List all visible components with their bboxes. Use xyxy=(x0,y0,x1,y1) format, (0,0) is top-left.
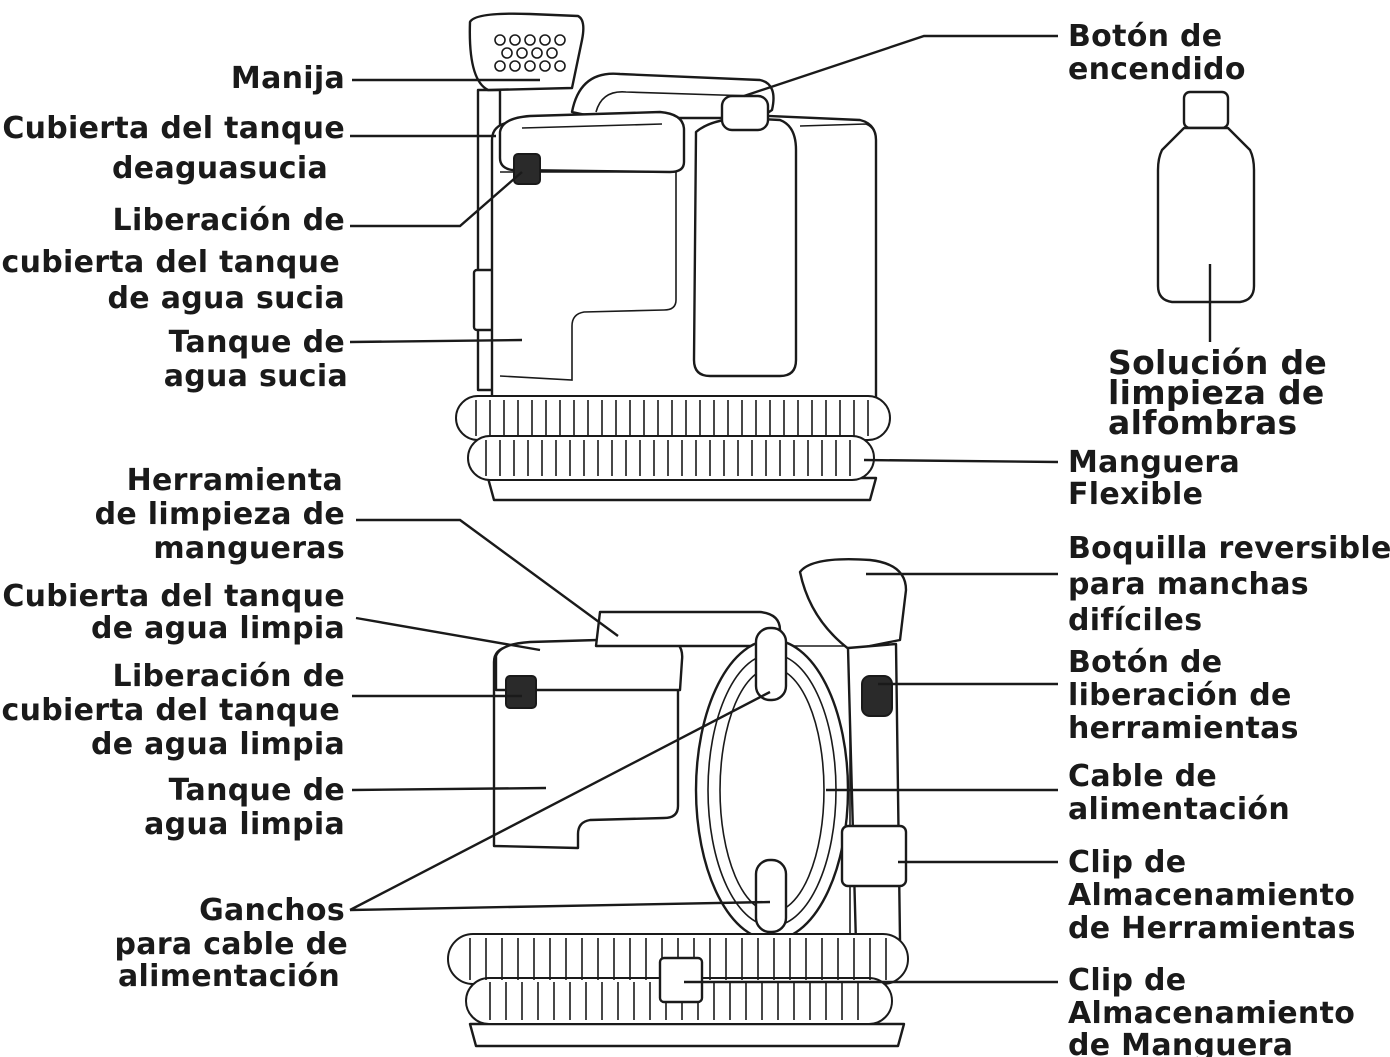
label-hooks-line2: para cable de xyxy=(115,927,349,962)
label-dirty-release-line2: cubierta del tanque xyxy=(2,245,340,280)
left-labels: Manija Cubierta del tanque deaguasucia L… xyxy=(2,61,348,994)
label-cord-line1: Cable de xyxy=(1068,759,1217,794)
label-solution-line1: Solución de xyxy=(1108,343,1327,382)
label-nozzle-line1: Boquilla reversible xyxy=(1068,531,1390,566)
label-clean-release-line1: Liberación de xyxy=(113,659,345,694)
label-dirty-release-line3: de agua sucia xyxy=(108,281,345,316)
label-hose-tool-line1: Herramienta xyxy=(127,463,343,498)
label-hose-tool-line3: mangueras xyxy=(153,531,345,566)
label-dirty-tank-line1: Tanque de xyxy=(169,325,345,360)
label-clean-lid-line2: de agua limpia xyxy=(91,611,345,646)
label-hooks-line1: Ganchos xyxy=(199,893,345,928)
label-nozzle-line3: difíciles xyxy=(1068,603,1202,638)
label-tool-clip-line3: de Herramientas xyxy=(1068,911,1356,946)
label-clean-tank-line2: agua limpia xyxy=(144,807,345,842)
label-manija: Manija xyxy=(231,61,345,96)
label-hose-clip-line1: Clip de xyxy=(1068,963,1186,998)
label-tool-release-line1: Botón de xyxy=(1068,645,1222,680)
label-tool-release-line2: liberación de xyxy=(1068,678,1292,713)
label-hose-clip-line2: Almacenamiento xyxy=(1068,996,1355,1031)
label-power-button-line2: encendido xyxy=(1068,52,1246,87)
label-dirty-release-line1: Liberación de xyxy=(113,203,345,238)
label-cord-line2: alimentación xyxy=(1068,792,1290,827)
label-tool-release-line3: herramientas xyxy=(1068,711,1299,746)
label-power-button-line1: Botón de xyxy=(1068,19,1222,54)
label-tool-clip-line2: Almacenamiento xyxy=(1068,878,1355,913)
rear-view-illustration xyxy=(455,12,891,502)
label-clean-release-line2: cubierta del tanque xyxy=(2,693,340,728)
label-dirty-lid-line2: deaguasucia xyxy=(112,151,328,186)
label-solution-line2: limpieza de xyxy=(1108,373,1325,412)
label-hose-line2: Flexible xyxy=(1068,477,1203,512)
flexible-hose-top xyxy=(455,395,891,481)
right-labels: Botón de encendido Solución de limpieza … xyxy=(1068,19,1390,1057)
label-dirty-tank-line2: agua sucia xyxy=(164,359,348,394)
label-nozzle-line2: para manchas xyxy=(1068,567,1309,602)
label-clean-release-line3: de agua limpia xyxy=(91,727,345,762)
label-dirty-lid-line1: Cubierta del tanque xyxy=(2,111,345,146)
label-hooks-line3: alimentación xyxy=(118,959,340,994)
nozzle-holes xyxy=(494,34,566,72)
label-hose-tool-line2: de limpieza de xyxy=(95,497,345,532)
label-clean-tank-line1: Tanque de xyxy=(169,773,345,808)
label-tool-clip-line1: Clip de xyxy=(1068,845,1186,880)
label-hose-line1: Manguera xyxy=(1068,445,1240,480)
label-solution-line3: alfombras xyxy=(1108,403,1298,442)
cleaning-solution-bottle xyxy=(1156,90,1256,304)
front-view-illustration xyxy=(447,558,909,1048)
leader-lines xyxy=(349,34,1212,984)
label-clean-lid-line1: Cubierta del tanque xyxy=(2,579,345,614)
label-hose-clip-line3: de Manguera xyxy=(1068,1028,1293,1057)
